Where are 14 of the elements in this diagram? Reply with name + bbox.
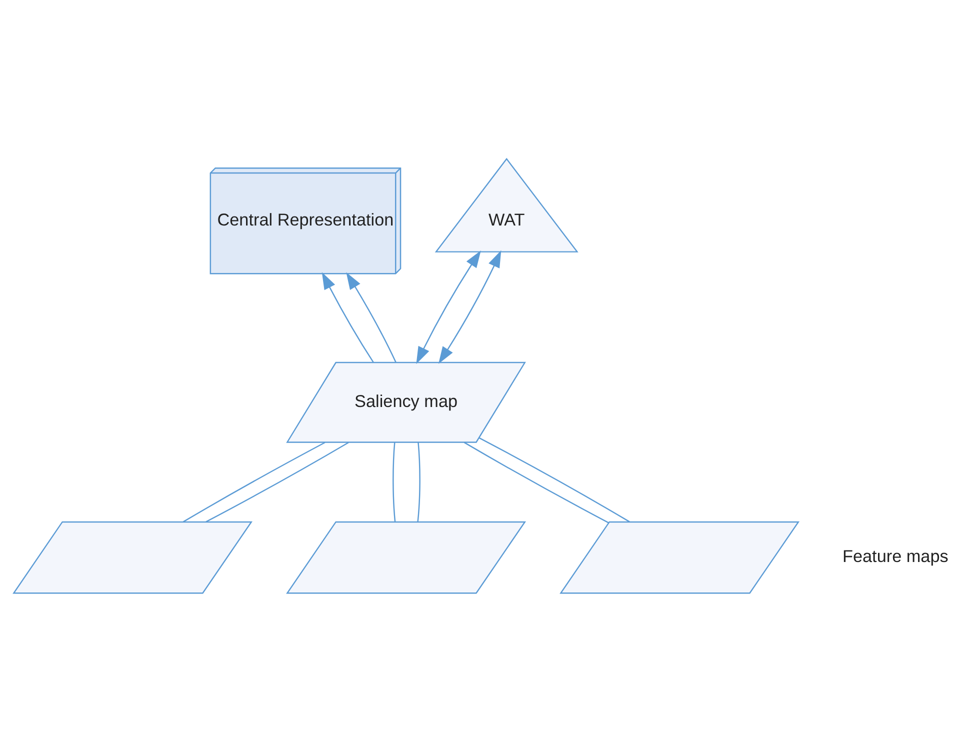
node-parallelogram [12,520,252,594]
connector [182,441,326,522]
label: Feature maps [842,546,948,566]
node-parallelogram [286,520,526,594]
connector [206,441,349,522]
connector [479,436,630,522]
arrow [438,250,502,364]
node-parallelogram [560,520,800,594]
connector [392,442,396,522]
connector [417,442,420,522]
arrow [322,272,374,362]
arrow [346,272,396,362]
arrow [416,250,481,364]
connector [464,441,609,523]
